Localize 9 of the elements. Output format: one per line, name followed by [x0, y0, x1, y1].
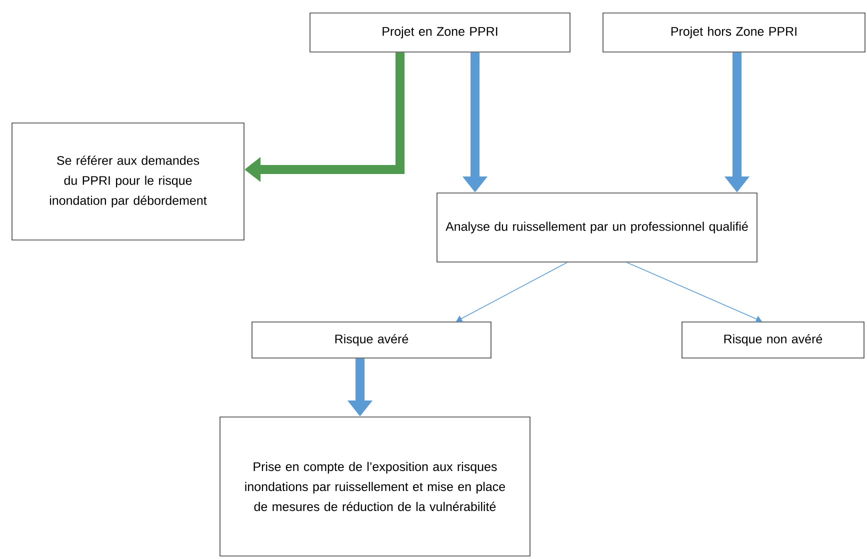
arrow — [456, 262, 568, 322]
process-box: Projet hors Zone PPRI — [602, 12, 866, 52]
process-box: Se référer aux demandes du PPRI pour le risque inondation par débordement — [12, 122, 244, 240]
process-box: Risque avéré — [252, 322, 492, 358]
arrow — [626, 262, 762, 322]
process-box: Prise en compte de l’exposition aux risques inondations par ruissellement et mise en place de mesures de réduction de la vulnérabilité — [220, 416, 530, 556]
process-box: Projet en Zone PPRI — [310, 12, 570, 52]
process-box: Risque non avéré — [682, 322, 864, 358]
process-box: Analyse du ruissellement par un professionnel qualifié — [436, 192, 758, 262]
